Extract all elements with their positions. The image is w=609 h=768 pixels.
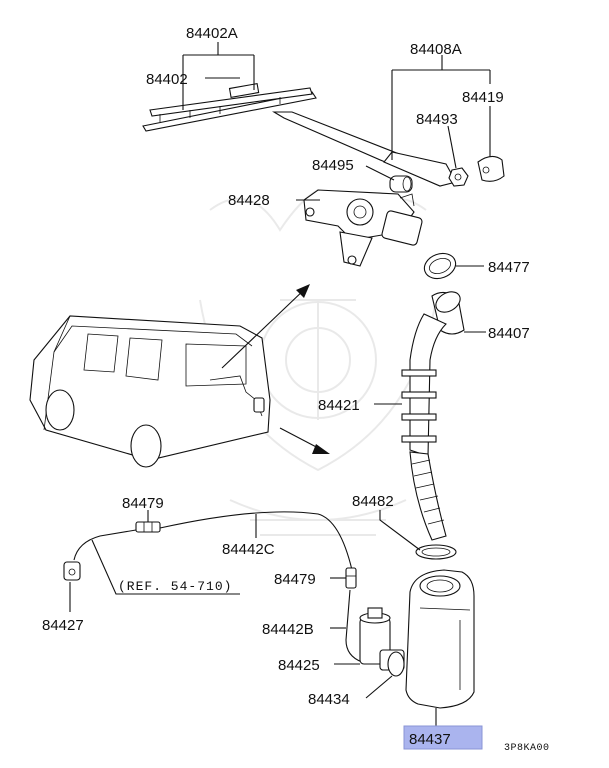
- connector-84479-upper[interactable]: [135, 521, 161, 533]
- nozzle-84427[interactable]: [63, 561, 81, 581]
- leader-84495: [365, 165, 395, 181]
- leader-ref: [91, 539, 240, 595]
- vehicle-outline: [29, 315, 271, 468]
- washer-pump-84425[interactable]: [359, 607, 405, 671]
- label-84427[interactable]: 84427: [42, 617, 84, 634]
- reference-note: (REF. 54-710): [118, 579, 232, 594]
- label-84479-lower[interactable]: 84479: [274, 571, 316, 588]
- label-84428[interactable]: 84428: [228, 192, 270, 209]
- label-84479-upper[interactable]: 84479: [122, 495, 164, 512]
- leader-84408A: [391, 55, 491, 160]
- highlight-box-84437: [403, 725, 483, 750]
- label-84408A[interactable]: 84408A: [410, 41, 462, 58]
- washer-tank-84437[interactable]: [405, 569, 475, 709]
- label-84402[interactable]: 84402: [146, 71, 188, 88]
- label-84419[interactable]: 84419: [462, 89, 504, 106]
- label-84421[interactable]: 84421: [318, 397, 360, 414]
- grommet-84477[interactable]: [421, 249, 459, 282]
- pump-grommet-84434[interactable]: [387, 651, 405, 677]
- label-84434[interactable]: 84434: [308, 691, 350, 708]
- label-84437[interactable]: 84437: [409, 731, 451, 748]
- diagram-code: 3P8KA00: [504, 743, 550, 754]
- label-84482[interactable]: 84482: [352, 493, 394, 510]
- arrows: [221, 284, 330, 454]
- hose-84442C[interactable]: [73, 511, 353, 571]
- leader-84402A: [182, 42, 255, 110]
- bushing-84495[interactable]: [389, 175, 413, 193]
- hose-clips: [401, 369, 445, 525]
- nut-84493[interactable]: [448, 167, 469, 187]
- wiper-blade[interactable]: [142, 82, 317, 132]
- label-84495[interactable]: 84495: [312, 157, 354, 174]
- connector-84479-lower[interactable]: [345, 567, 357, 589]
- label-84477[interactable]: 84477: [488, 259, 530, 276]
- label-84493[interactable]: 84493: [416, 111, 458, 128]
- wiper-arm[interactable]: [272, 111, 457, 187]
- hose-clamp-84482[interactable]: [415, 544, 457, 560]
- label-84407[interactable]: 84407: [488, 325, 530, 342]
- label-84442B[interactable]: 84442B: [262, 621, 314, 638]
- leader-84434: [365, 675, 393, 699]
- leader-84482: [379, 510, 421, 551]
- wiper-motor[interactable]: [303, 189, 423, 267]
- hose-84442B[interactable]: [345, 589, 363, 663]
- leader-84493: [447, 125, 457, 169]
- label-84425[interactable]: 84425: [278, 657, 320, 674]
- label-84402A[interactable]: 84402A: [186, 25, 238, 42]
- cap-84419[interactable]: [477, 155, 505, 182]
- label-84442C[interactable]: 84442C: [222, 541, 275, 558]
